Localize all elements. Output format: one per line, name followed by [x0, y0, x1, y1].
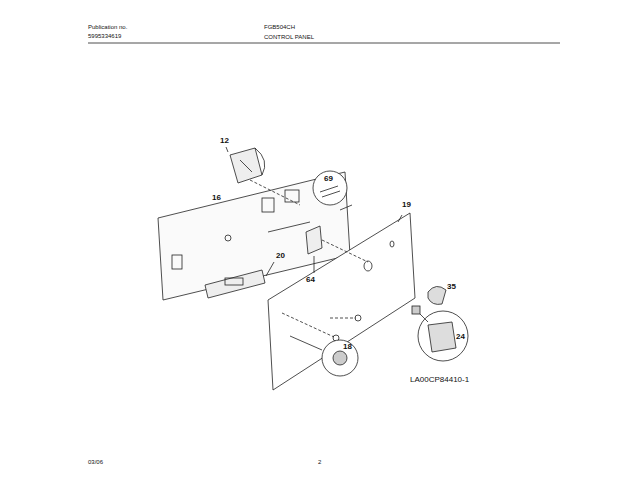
- callout-number: 24: [456, 333, 465, 341]
- leader-line: [226, 147, 228, 152]
- page-title: CONTROL PANEL: [264, 34, 314, 40]
- page-number: 2: [318, 459, 321, 465]
- figure-code: LA00CP84410-1: [410, 376, 469, 384]
- panel-slot: [262, 198, 274, 212]
- switch: [205, 270, 265, 298]
- timer: [230, 148, 262, 183]
- leader-line: [290, 336, 322, 350]
- front-panel: [268, 213, 415, 390]
- leader-line: [420, 314, 428, 322]
- timer-wire: [255, 148, 265, 175]
- panel-slot: [172, 255, 182, 269]
- panel-hole: [225, 235, 231, 241]
- panel-slot: [285, 190, 299, 202]
- switch-button: [225, 278, 243, 285]
- panel-hole: [364, 261, 372, 271]
- screw: [355, 315, 361, 321]
- publication-number: 5995334619: [88, 33, 121, 39]
- model-number: FGB504CH: [264, 24, 295, 30]
- screw: [340, 205, 352, 210]
- callout-number: 64: [306, 276, 315, 284]
- leader-line: [314, 256, 315, 273]
- callout-number: 20: [276, 252, 285, 260]
- button-small: [412, 306, 420, 314]
- header-rule: [88, 43, 560, 44]
- callout-number: 19: [402, 201, 411, 209]
- timer-detail: [240, 160, 252, 172]
- callout-number: 35: [447, 283, 456, 291]
- button: [428, 322, 456, 352]
- panel-hole: [390, 241, 394, 247]
- center-line: [330, 318, 356, 319]
- center-line: [322, 240, 368, 262]
- detail-circle: [418, 311, 468, 361]
- callout-number: 69: [324, 175, 333, 183]
- bracket: [306, 226, 322, 254]
- callout-number: 12: [220, 137, 229, 145]
- callout-number: 18: [343, 343, 352, 351]
- date-code: 03/06: [88, 459, 103, 465]
- center-line: [250, 180, 300, 205]
- publication-label: Publication no.: [88, 24, 127, 30]
- knob: [428, 286, 446, 304]
- center-line: [282, 313, 334, 337]
- panel-rib: [268, 222, 310, 232]
- leader-line: [398, 215, 402, 222]
- callout-number: 16: [212, 194, 221, 202]
- leader-line: [266, 262, 274, 276]
- screw-detail: [320, 186, 340, 197]
- detail-circle: [322, 340, 358, 376]
- knob: [333, 351, 347, 365]
- detail-circle: [313, 171, 347, 205]
